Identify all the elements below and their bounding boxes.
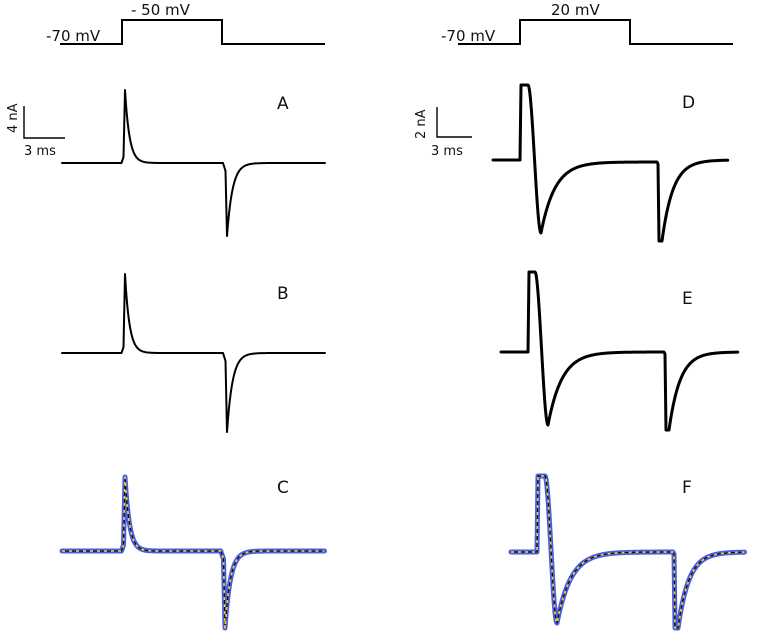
current-trace-e <box>499 270 740 432</box>
scale-bar-left-time-label: 3 ms <box>24 144 56 159</box>
protocol-left-step-line <box>60 19 325 45</box>
protocol-left-holding-label: -70 mV <box>46 27 101 45</box>
panel-letter-b: B <box>277 284 289 304</box>
protocol-right-step-line <box>458 19 733 45</box>
panel-letter-d: D <box>682 93 695 113</box>
protocol-right-step-label: 20 mV <box>551 1 600 19</box>
fit-trace-c-blue <box>59 474 327 631</box>
fit-trace-c-yellow <box>62 476 325 629</box>
fit-overlay-c <box>59 474 327 631</box>
scale-bar-left-current-label: 4 nA <box>6 103 21 133</box>
scale-bar-right-time-label: 3 ms <box>431 144 463 159</box>
protocol-left-step-label: - 50 mV <box>131 1 191 19</box>
panel-letter-f: F <box>682 478 692 498</box>
protocol-right-holding-label: -70 mV <box>441 27 496 45</box>
panel-letter-c: C <box>277 478 289 498</box>
panel-letter-a: A <box>277 94 289 114</box>
scale-bar-left: 4 nA 3 ms <box>6 103 65 159</box>
fit-trace-f-yellow <box>511 475 745 629</box>
fit-overlay-f <box>508 473 747 631</box>
scale-bar-right: 2 nA 3 ms <box>414 107 472 159</box>
current-trace-a <box>61 89 326 237</box>
current-trace-b <box>61 273 326 433</box>
scale-bar-left-lines <box>23 106 65 139</box>
scale-bar-right-current-label: 2 nA <box>414 109 429 139</box>
protocol-left: -70 mV - 50 mV <box>46 1 325 45</box>
scale-bar-right-lines <box>436 107 472 138</box>
protocol-right: -70 mV 20 mV <box>441 1 733 45</box>
current-trace-d <box>491 83 730 243</box>
panel-letter-e: E <box>682 289 693 309</box>
